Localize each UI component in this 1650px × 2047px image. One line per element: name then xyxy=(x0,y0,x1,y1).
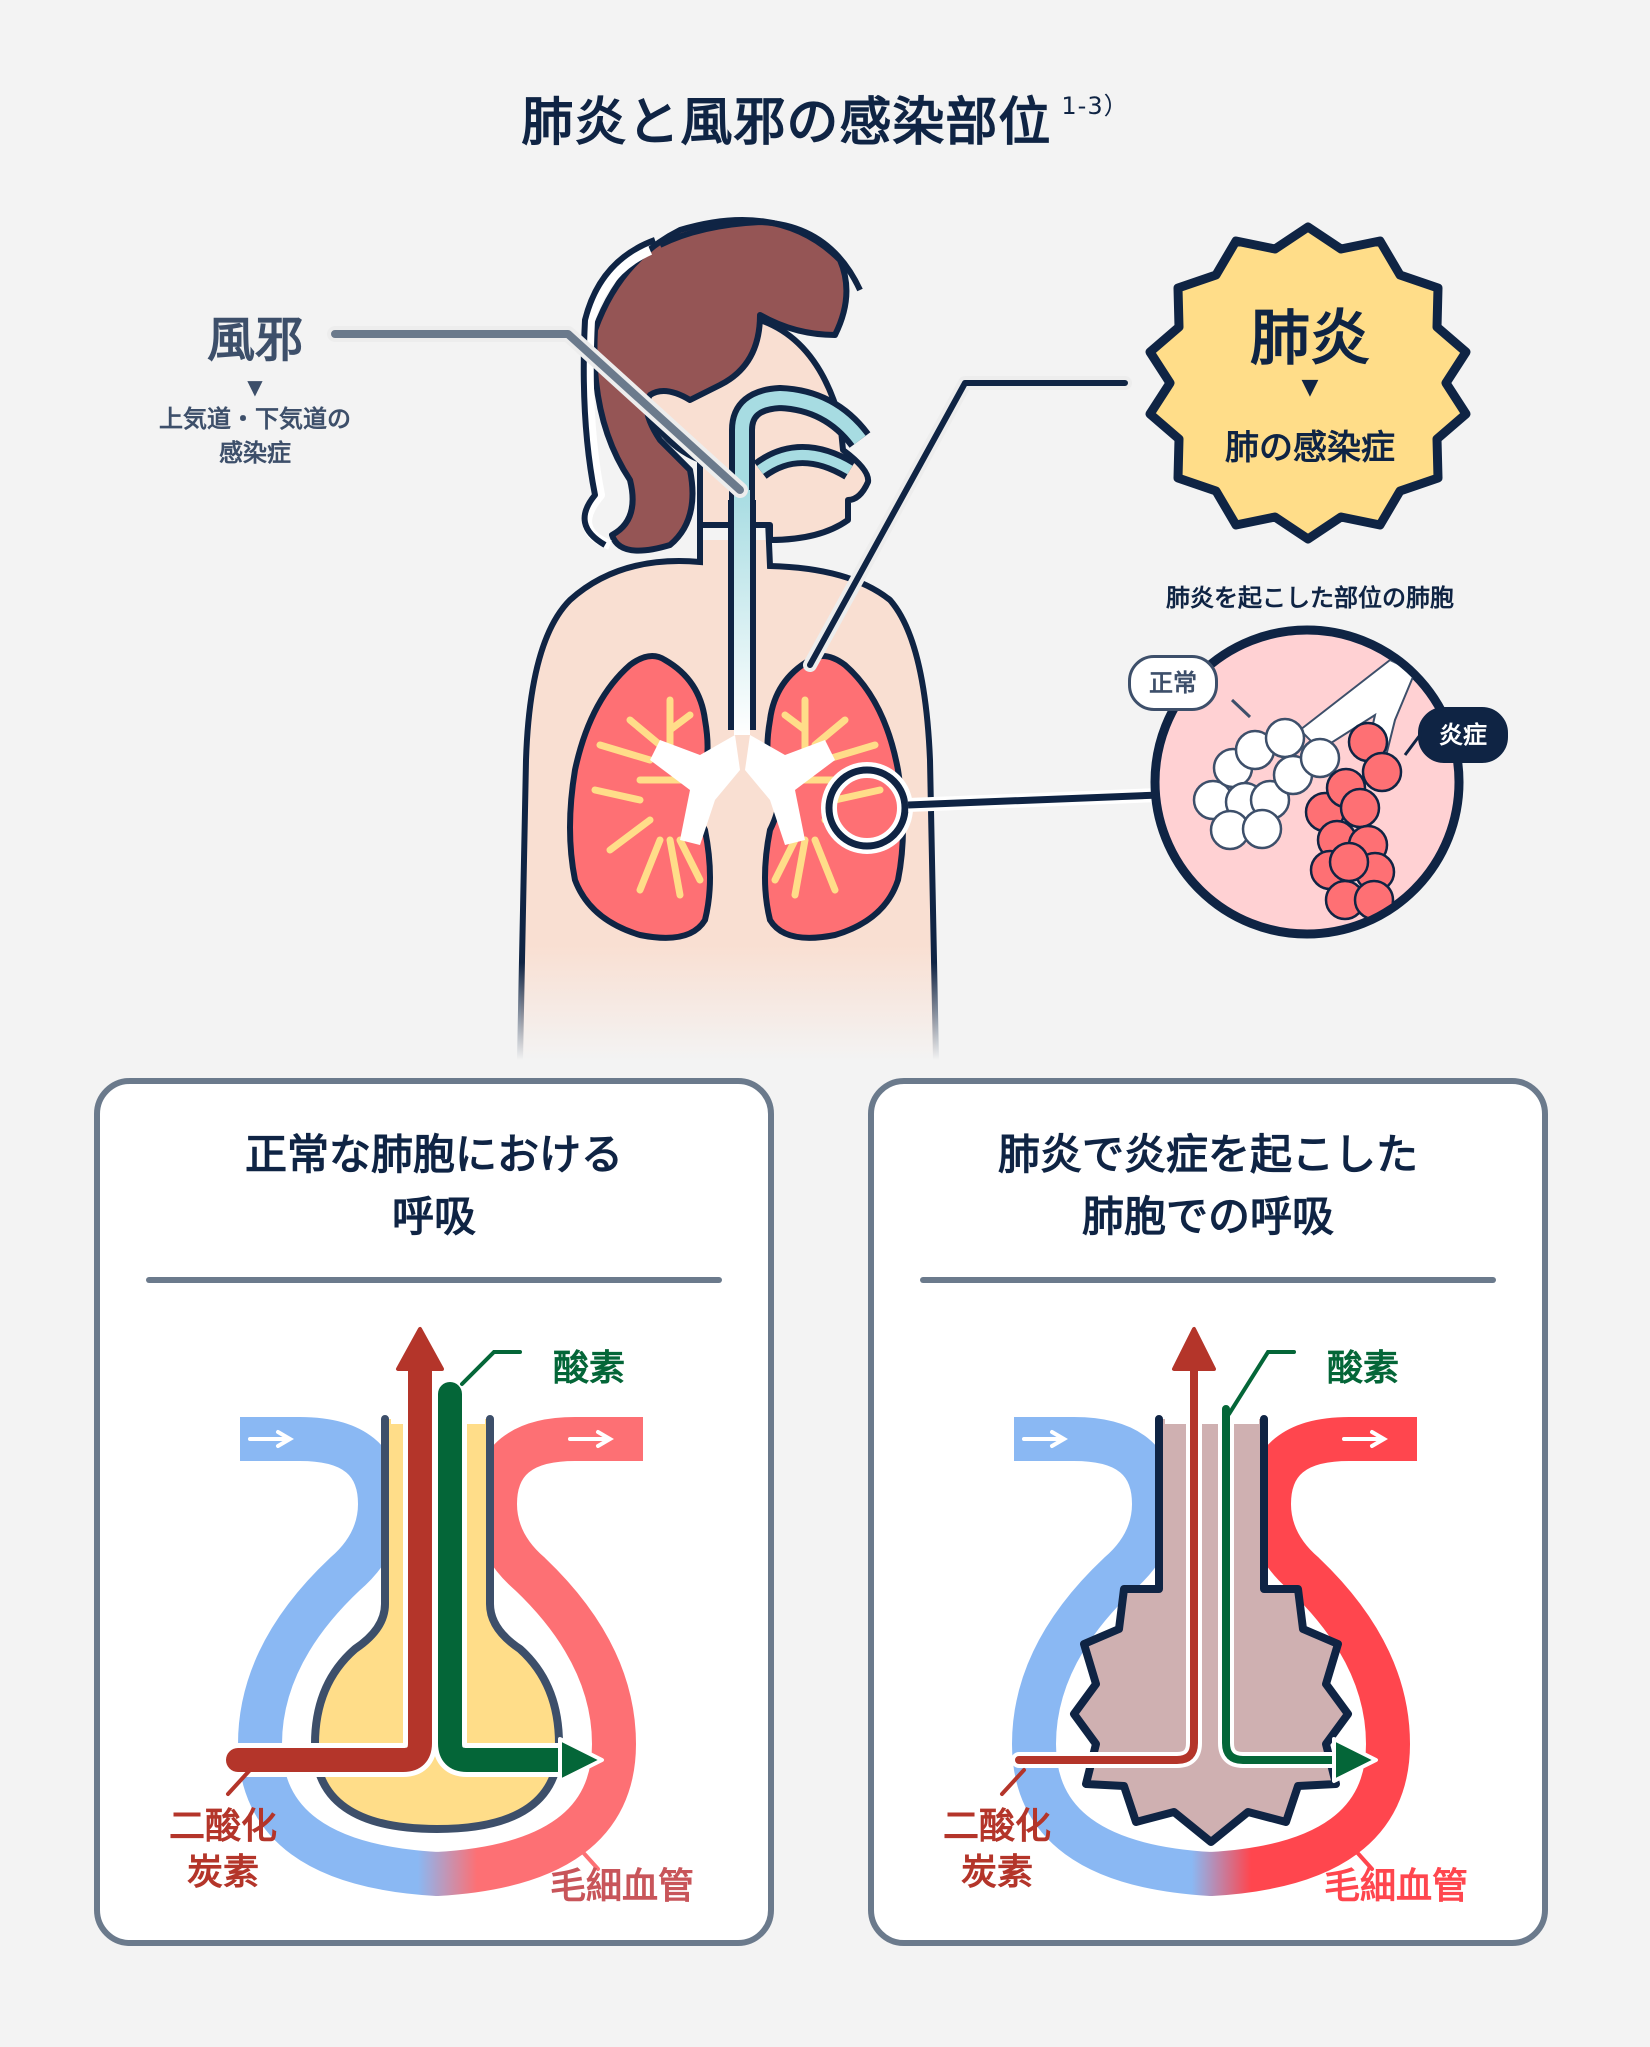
cold-description-line1: 上気道・下気道の xyxy=(159,405,351,433)
flow-arrow-icon xyxy=(1022,1430,1068,1448)
capillary xyxy=(1011,1417,1411,1897)
pneumonia-badge xyxy=(1145,222,1471,544)
panel-title: 肺炎で炎症を起こした 肺胞での呼吸 xyxy=(874,1124,1542,1248)
capillary xyxy=(237,1417,637,1897)
reference-note: 1-3） xyxy=(1061,92,1129,120)
panel-divider xyxy=(920,1277,1496,1283)
co2-label-line2: 炭素 xyxy=(960,1852,1033,1893)
flow-arrow-icon xyxy=(1342,1430,1388,1448)
panel-divider xyxy=(146,1277,722,1283)
bronchi xyxy=(591,696,884,899)
normal-alveolus-panel: 正常な肺胞における 呼吸 酸素 二酸化 炭素 毛細血管 xyxy=(94,1078,774,1946)
panel-title-line2: 肺胞での呼吸 xyxy=(1081,1192,1334,1241)
normal-alveoli xyxy=(1192,717,1341,851)
alveoli-inset xyxy=(1150,625,1464,939)
inflamed-alveoli xyxy=(1304,721,1403,921)
o2-arrow xyxy=(438,1382,577,1772)
flow-arrow-icon xyxy=(248,1430,294,1448)
co2-label: 二酸化 炭素 xyxy=(158,1804,288,1896)
cold-description-line2: 感染症 xyxy=(219,439,291,467)
oxygen-label: 酸素 xyxy=(553,1348,626,1389)
normal-tag: 正常 xyxy=(1128,655,1218,711)
co2-label: 二酸化 炭素 xyxy=(932,1804,1062,1896)
inflamed-alveolus xyxy=(1070,1415,1352,1846)
pneumonia-description: 肺の感染症 xyxy=(1225,428,1395,468)
down-triangle-icon: ▼ xyxy=(1301,375,1319,400)
panel-title-line1: 正常な肺胞における xyxy=(244,1130,623,1179)
pneumonia-label: 肺炎 xyxy=(1250,304,1370,374)
panel-title: 正常な肺胞における 呼吸 xyxy=(100,1124,768,1248)
cold-label: 風邪 xyxy=(206,312,303,368)
airway xyxy=(728,384,871,735)
co2-label-line1: 二酸化 xyxy=(942,1806,1051,1847)
inflamed-tag: 炎症 xyxy=(1418,707,1508,763)
down-triangle-icon: ▼ xyxy=(247,375,263,399)
capillary-label: 毛細血管 xyxy=(550,1866,695,1907)
co2-label-line1: 二酸化 xyxy=(168,1806,277,1847)
capillary-label: 毛細血管 xyxy=(1324,1866,1469,1907)
co2-label-line2: 炭素 xyxy=(186,1852,259,1893)
oxygen-label: 酸素 xyxy=(1327,1348,1400,1389)
co2-arrow xyxy=(1015,1366,1198,1764)
panel-title-line1: 肺炎で炎症を起こした xyxy=(997,1130,1418,1179)
cold-label-group: 風邪 ▼ 上気道・下気道の 感染症 xyxy=(140,300,370,470)
o2-arrow xyxy=(1222,1405,1343,1764)
page-title: 肺炎と風邪の感染部位 1-3） xyxy=(0,80,1650,155)
panel-title-line2: 呼吸 xyxy=(391,1192,476,1241)
inflamed-alveolus-panel: 肺炎で炎症を起こした 肺胞での呼吸 酸素 二酸化 炭素 xyxy=(868,1078,1548,1946)
inflamed-gas-exchange-diagram xyxy=(1000,1327,1417,1897)
normal-gas-exchange-diagram xyxy=(221,1327,643,1897)
main-bronchi xyxy=(650,735,835,845)
title-text: 肺炎と風邪の感染部位 xyxy=(521,93,1052,153)
alveoli-caption: 肺炎を起こした部位の肺胞 xyxy=(1166,584,1454,612)
co2-arrow xyxy=(226,1358,432,1772)
anatomy-illustration xyxy=(331,217,1471,1061)
flow-arrow-icon xyxy=(568,1430,614,1448)
